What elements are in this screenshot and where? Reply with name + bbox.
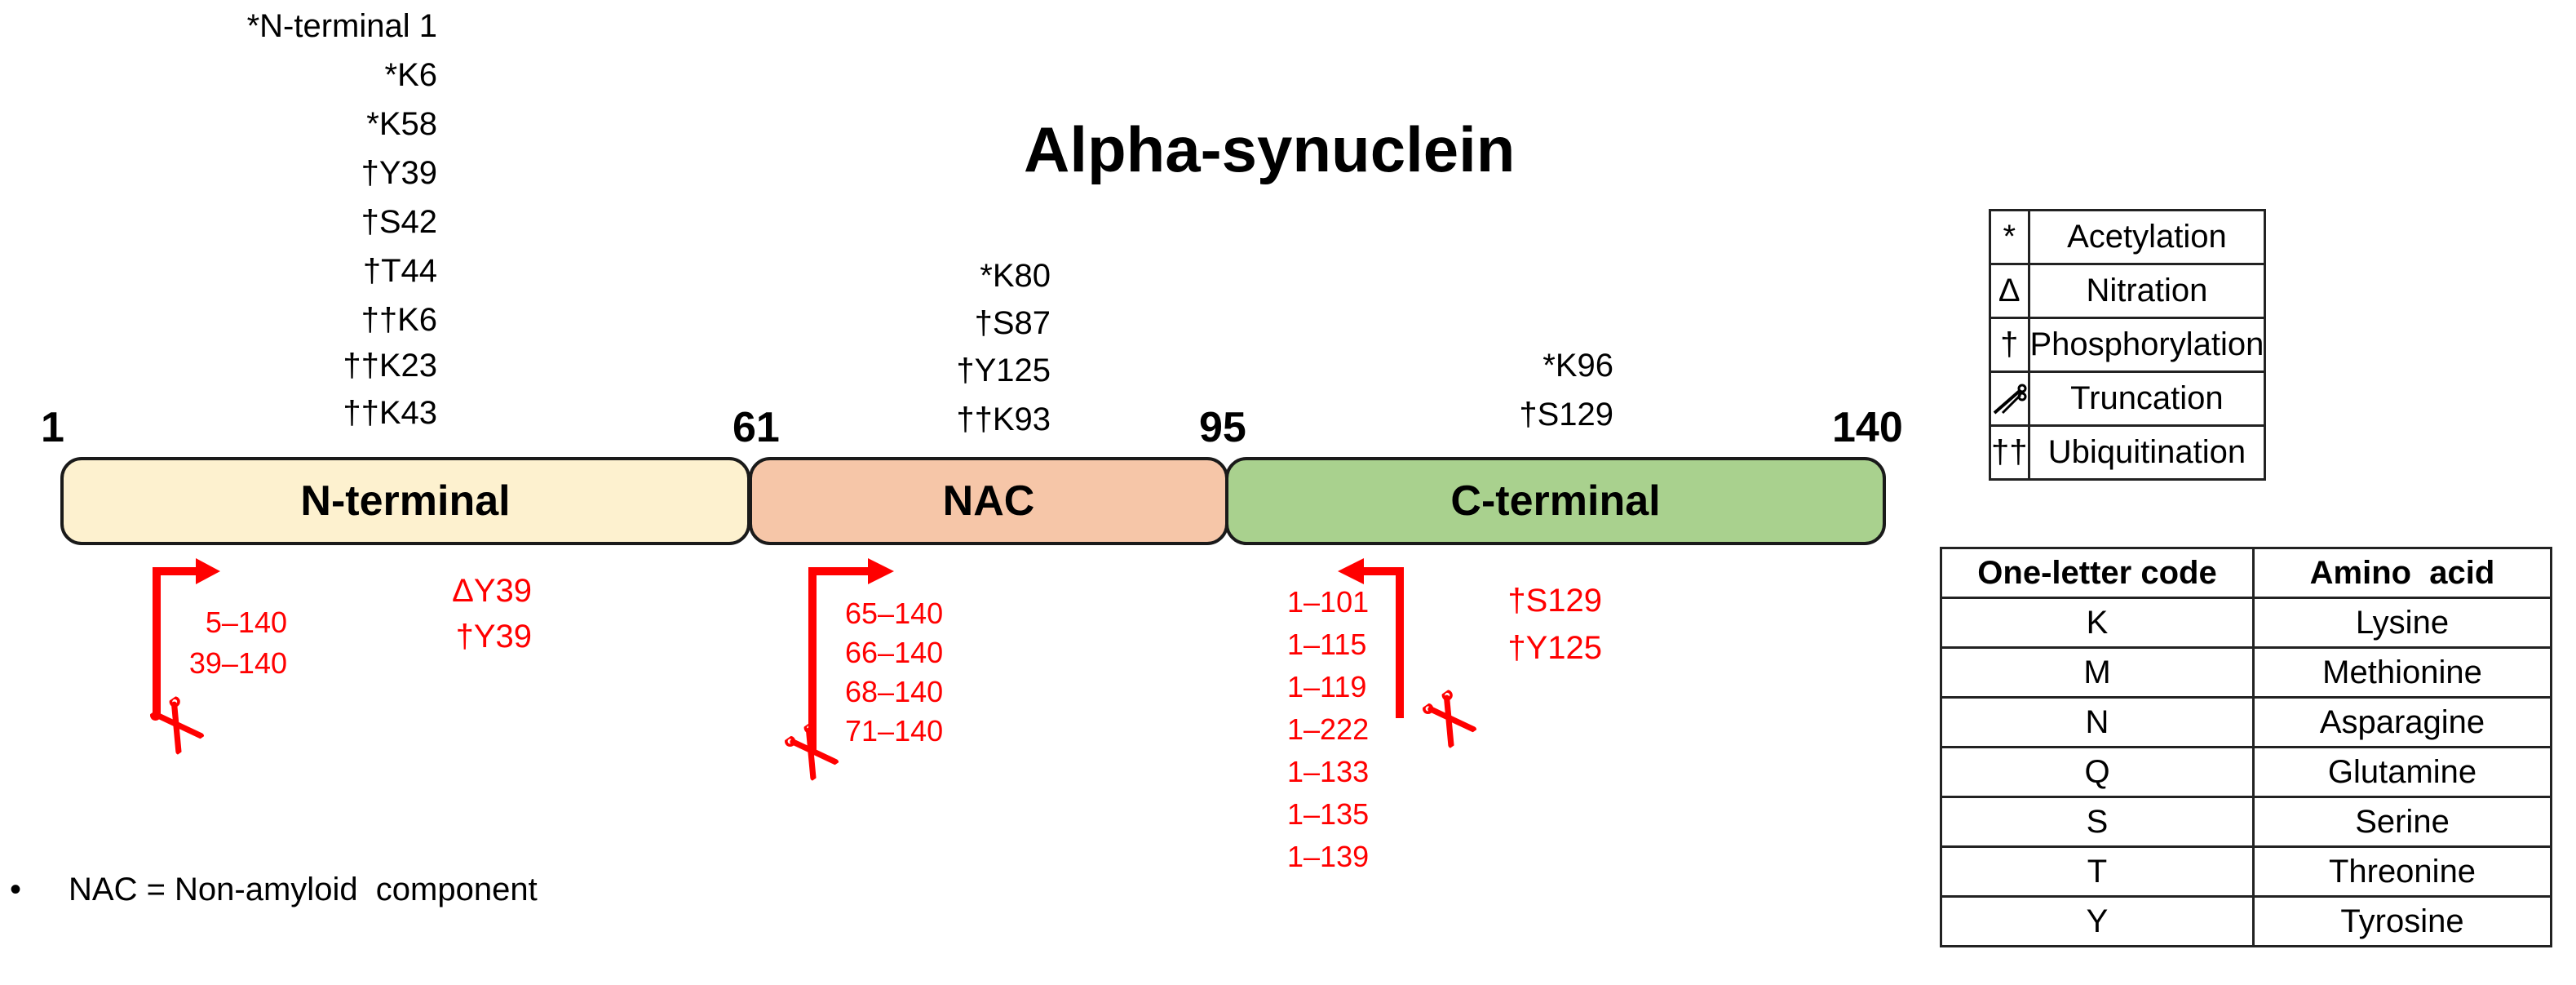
position-label-140: 140 [1832, 404, 1903, 451]
nac-domain: NAC [749, 457, 1228, 545]
scissors-icon [1993, 384, 2027, 415]
table-row: K Lysine [1940, 597, 2552, 649]
legend-label: Truncation [2027, 370, 2267, 427]
scissors-icon [785, 722, 837, 779]
table-row: Q Glutamine [1940, 746, 2552, 798]
truncation-item: 39–140 [188, 646, 287, 680]
truncation-item: 1–119 [1287, 670, 1367, 703]
legend-label: Acetylation [2027, 209, 2267, 265]
table-cell: K [1940, 597, 2255, 649]
position-label-95: 95 [1199, 404, 1246, 451]
truncation-item: 1–115 [1287, 628, 1367, 661]
table-cell: T [1940, 845, 2255, 898]
position-label-1: 1 [41, 404, 64, 451]
truncation-list-nac: 65–140 66–140 68–140 71–140 [845, 594, 943, 751]
table-header-row: One-letter code Amino acid [1940, 547, 2552, 599]
legend-symbol: †† [1989, 424, 2030, 481]
truncation-item: 1–101 [1287, 585, 1370, 619]
table-cell: S [1940, 796, 2255, 848]
table-cell: Glutamine [2252, 746, 2552, 798]
truncation-item: 1–135 [1287, 797, 1370, 831]
mod-label-n-6: ††K6 [361, 302, 437, 338]
mod-label-n-2: *K58 [366, 106, 437, 142]
table-cell: Y [1940, 895, 2255, 947]
column-header: One-letter code [1940, 547, 2255, 599]
c-terminal-domain: C-terminal [1225, 457, 1886, 545]
truncation-item: 1–222 [1287, 712, 1370, 746]
table-cell: M [1940, 646, 2255, 699]
position-label-61: 61 [733, 404, 780, 451]
table-cell: Asparagine [2252, 696, 2552, 748]
table-cell: N [1940, 696, 2255, 748]
legend-symbol: Δ [1989, 263, 2030, 319]
legend-symbol: † [1989, 317, 2030, 373]
mod-label-nac-3: ††K93 [956, 402, 1051, 437]
table-row: Y Tyrosine [1940, 895, 2552, 947]
truncation-list-n: 5–140 39–140 [189, 602, 287, 684]
modification-legend-table: * Acetylation Δ Nitration † Phosphorylat… [1989, 209, 2267, 481]
footnote: NAC = Non-amyloid component [69, 872, 538, 907]
mod-label-n-8: ††K43 [343, 395, 437, 431]
amino-acid-table: One-letter code Amino acid K Lysine M Me… [1940, 547, 2552, 947]
legend-label: Nitration [2027, 263, 2267, 319]
mod-label-n-7: ††K23 [343, 348, 437, 384]
mod-label-n-5: †T44 [362, 253, 437, 289]
below-mod-n-1: †Y39 [455, 619, 532, 654]
scissors-icon [1423, 690, 1475, 746]
legend-label: Ubiquitination [2027, 424, 2267, 481]
mod-label-nac-2: †Y125 [956, 353, 1051, 388]
table-cell: Q [1940, 746, 2255, 798]
below-mod-n-0: ΔY39 [452, 573, 532, 609]
table-row: T Threonine [1940, 845, 2552, 898]
mod-label-c-1: †S129 [1519, 397, 1613, 433]
truncation-item: 71–140 [845, 714, 944, 748]
column-header: Amino acid [2252, 547, 2552, 599]
n-terminal-domain: N-terminal [60, 457, 750, 545]
mod-label-nac-0: *K80 [980, 258, 1051, 294]
table-row: M Methionine [1940, 646, 2552, 699]
mod-label-nac-1: †S87 [974, 305, 1051, 341]
table-cell: Tyrosine [2252, 895, 2552, 947]
below-mod-c-1: †Y125 [1507, 630, 1602, 666]
truncation-item: 68–140 [845, 675, 944, 708]
table-cell: Serine [2252, 796, 2552, 848]
footnote-bullet: • [10, 872, 22, 907]
table-cell: Lysine [2252, 597, 2552, 649]
legend-label: Phosphorylation [2027, 317, 2267, 373]
page-title: Alpha-synuclein [1024, 113, 1516, 185]
truncation-list-c: 1–101 1–115 1–119 1–222 1–133 1–135 1–13… [1287, 581, 1369, 878]
mod-label-n-1: *K6 [384, 57, 438, 93]
truncation-item: 66–140 [845, 636, 944, 669]
table-row: Truncation [1989, 370, 2267, 427]
mod-label-n-4: †S42 [361, 204, 437, 240]
legend-symbol [1989, 370, 2030, 427]
mod-label-n-0: *N-terminal 1 [246, 8, 437, 44]
truncation-item: 1–133 [1287, 755, 1370, 788]
mod-label-c-0: *K96 [1543, 348, 1613, 384]
table-row: Δ Nitration [1989, 263, 2267, 319]
table-cell: Threonine [2252, 845, 2552, 898]
table-row: † Phosphorylation [1989, 317, 2267, 373]
mod-label-n-3: †Y39 [361, 155, 437, 191]
table-row: N Asparagine [1940, 696, 2552, 748]
legend-symbol: * [1989, 209, 2030, 265]
scissors-icon [150, 696, 202, 752]
truncation-item: 65–140 [845, 597, 944, 630]
table-row: S Serine [1940, 796, 2552, 848]
table-row: †† Ubiquitination [1989, 424, 2267, 481]
table-cell: Methionine [2252, 646, 2552, 699]
table-row: * Acetylation [1989, 209, 2267, 265]
below-mod-c-0: †S129 [1507, 583, 1602, 619]
truncation-item: 5–140 [205, 606, 287, 639]
truncation-item: 1–139 [1287, 840, 1370, 873]
